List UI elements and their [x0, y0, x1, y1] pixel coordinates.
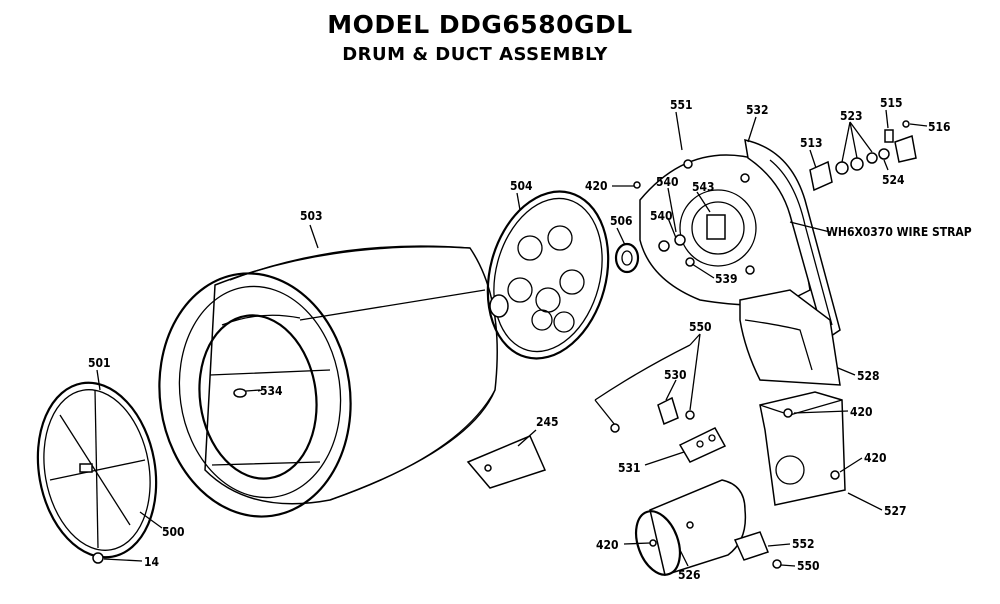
fastener-552: [733, 531, 782, 569]
label-506: 506: [610, 214, 633, 228]
label-504: 504: [510, 179, 533, 193]
label-14: 14: [144, 555, 160, 569]
screw-14: [92, 552, 143, 564]
label-528: 528: [857, 369, 880, 383]
label-531: 531: [618, 461, 641, 475]
label-540-bottom: 540: [650, 209, 673, 223]
label-524: 524: [882, 173, 905, 187]
label-532: 532: [746, 103, 769, 117]
diagram-subtitle: DRUM & DUCT ASSEMBLY: [342, 44, 608, 65]
duct-528: [739, 289, 841, 386]
label-245: 245: [536, 415, 559, 429]
label-551: 551: [670, 98, 693, 112]
drum-503: [158, 245, 498, 518]
cylinder-526: [634, 479, 747, 576]
wire-harness-550: [594, 344, 695, 433]
label-420-side: 420: [864, 451, 887, 465]
rear-bulkhead-551: [639, 154, 811, 306]
label-513: 513: [800, 136, 823, 150]
label-543: 543: [692, 180, 715, 194]
label-420-cylinder: 420: [596, 538, 619, 552]
drum-rear-panel-504: [486, 190, 610, 360]
leader-lines: [96, 109, 928, 567]
label-539: 539: [715, 272, 738, 286]
label-526: 526: [678, 568, 701, 582]
label-503: 503: [300, 209, 323, 223]
label-550-top: 550: [689, 320, 712, 334]
bearing-506: [614, 242, 640, 274]
drum-seal-501: [36, 381, 158, 559]
terminal-block-531: [678, 427, 727, 463]
igniter-530: [657, 396, 679, 426]
part-labels: 503 504 506 420 551 532 540 543 540 539 …: [88, 96, 972, 582]
label-420-bracket: 420: [850, 405, 873, 419]
label-552: 552: [792, 537, 815, 551]
diagram-title: MODEL DDG6580GDL: [327, 10, 633, 39]
label-523: 523: [840, 109, 863, 123]
bracket-245: [466, 435, 547, 489]
screw-420-top: [633, 181, 641, 189]
label-501: 501: [88, 356, 111, 370]
label-500: 500: [162, 525, 185, 539]
label-534: 534: [260, 384, 283, 398]
label-530: 530: [664, 368, 687, 382]
bolt-534: [233, 388, 261, 398]
screw-420-cylinder: [649, 539, 657, 547]
label-wire-strap: WH6X0370 WIRE STRAP: [826, 225, 972, 239]
nut-524: [878, 148, 890, 160]
label-550-bottom: 550: [797, 559, 820, 573]
label-515: 515: [880, 96, 903, 110]
label-516: 516: [928, 120, 951, 134]
label-540-top: 540: [656, 175, 679, 189]
thermostat-513: [809, 160, 833, 192]
label-527: 527: [884, 504, 907, 518]
bracket-515: [884, 120, 917, 163]
label-420-top: 420: [585, 179, 608, 193]
burner-bracket-527: [759, 391, 846, 506]
